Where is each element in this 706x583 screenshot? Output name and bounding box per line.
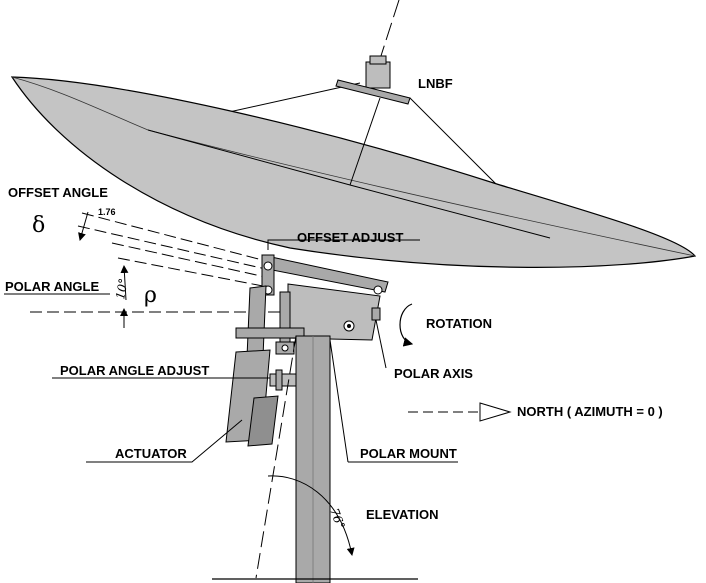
polar-angle-adjust-bolt bbox=[269, 369, 297, 391]
label-offset-value: 1.76 bbox=[98, 207, 116, 217]
dish-rim-line bbox=[11, 76, 696, 257]
support-pole bbox=[295, 335, 331, 583]
label-rho: ρ bbox=[144, 283, 157, 308]
leader-lines bbox=[4, 239, 458, 463]
elevation-arc bbox=[267, 475, 355, 556]
label-rotation: ROTATION bbox=[426, 316, 492, 331]
label-polar-angle: POLAR ANGLE bbox=[5, 279, 99, 294]
label-north: NORTH ( AZIMUTH = 0 ) bbox=[517, 404, 663, 419]
label-elevation: ELEVATION bbox=[366, 507, 438, 522]
polar-angle-arrow-up bbox=[120, 265, 129, 301]
label-offset-angle: OFFSET ANGLE bbox=[8, 185, 108, 200]
feed-arm bbox=[349, 97, 381, 186]
elevation-axis-line bbox=[255, 335, 297, 579]
feed-strut-front-right bbox=[349, 184, 551, 239]
north-arrow bbox=[408, 402, 512, 422]
angle-reference-lines bbox=[30, 212, 280, 313]
label-lnbf: LNBF bbox=[418, 76, 453, 91]
feed-strut-front-left bbox=[147, 129, 351, 186]
rotation-arrow bbox=[399, 303, 414, 347]
pole-axis-line bbox=[378, 0, 400, 63]
polar-angle-arrowhead bbox=[120, 308, 128, 316]
label-offset-adjust: OFFSET ADJUST bbox=[297, 230, 403, 245]
polar-mount-block bbox=[279, 283, 381, 345]
label-polar-angle-adjust: POLAR ANGLE ADJUST bbox=[60, 363, 209, 378]
label-elevation-value: 76° bbox=[327, 506, 347, 531]
offset-adjust-bracket bbox=[261, 254, 389, 296]
label-actuator: ACTUATOR bbox=[115, 446, 187, 461]
label-polar-mount: POLAR MOUNT bbox=[360, 446, 457, 461]
label-polar-axis: POLAR AXIS bbox=[394, 366, 473, 381]
offset-angle-arrow bbox=[78, 211, 89, 241]
actuator-body bbox=[225, 349, 279, 447]
label-polar-angle-value: 10° bbox=[113, 277, 130, 300]
lnbf-feedhorn bbox=[335, 55, 411, 105]
label-delta: δ bbox=[32, 213, 45, 238]
